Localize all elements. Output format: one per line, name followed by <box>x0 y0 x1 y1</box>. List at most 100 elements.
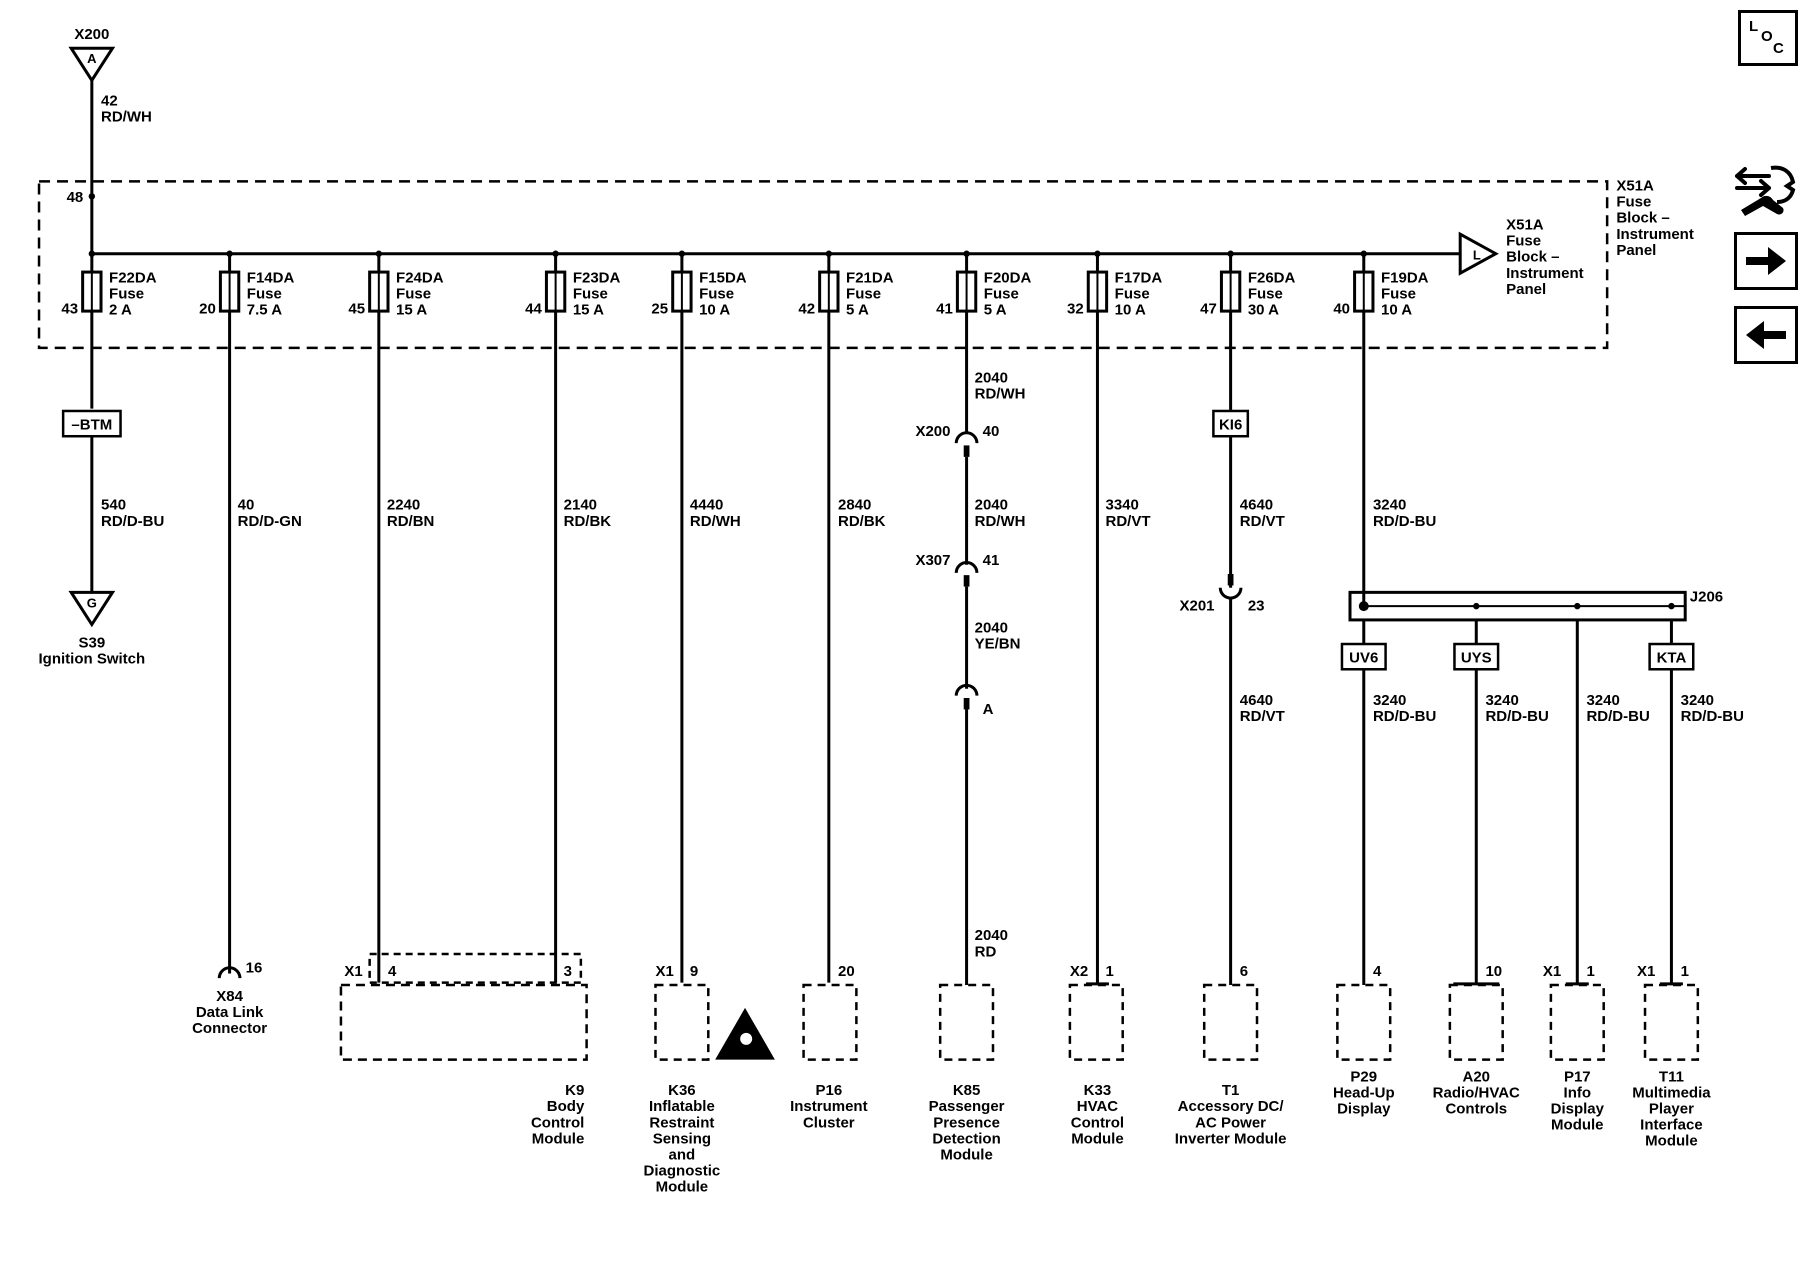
k85-label: K85 <box>953 1082 981 1099</box>
a20-label: Radio/HVAC <box>1433 1084 1520 1101</box>
fuse-type-F17DA: Fuse <box>1115 285 1150 302</box>
wire-f26-a-circuit: 4640 <box>1240 497 1273 514</box>
bus-connector-triangle <box>1458 231 1499 276</box>
a20-module-box <box>1448 983 1504 1061</box>
wire-f23-color: RD/BK <box>564 513 612 530</box>
fuse-block-label: Panel <box>1616 242 1656 259</box>
p17-label: Module <box>1551 1117 1604 1134</box>
wrench-connector-icon <box>1735 165 1796 216</box>
wire-j-kta-color: RD/D-BU <box>1681 708 1744 725</box>
top-connector-label: X200 <box>74 26 109 43</box>
wire-f20-c-color: YE/BN <box>975 636 1021 653</box>
k33-label: K33 <box>1084 1082 1112 1099</box>
t11-module-box <box>1643 983 1700 1061</box>
x307-inline-connector-female <box>954 561 979 573</box>
k33-label: Module <box>1071 1130 1124 1147</box>
a20-label: A20 <box>1463 1068 1491 1085</box>
k9-connector-outline <box>368 952 583 984</box>
bus-connector-label: X51A <box>1506 217 1544 234</box>
x84-label: Data Link <box>196 1004 264 1021</box>
x200-inline-connector-female <box>954 431 979 444</box>
k33-connector-id: X2 <box>1070 963 1088 980</box>
option-tag-kta: KTA <box>1657 649 1687 666</box>
loc-letter-l: L <box>1749 18 1759 35</box>
k33-label: Control <box>1071 1114 1124 1131</box>
k36-label: Sensing <box>653 1130 711 1147</box>
p29-label: Display <box>1337 1101 1391 1118</box>
t11-label: T11 <box>1659 1068 1684 1085</box>
wire-f20-b-circuit: 2040 <box>975 497 1008 514</box>
fuse-type-F14DA: Fuse <box>247 285 282 302</box>
k33-label: HVAC <box>1077 1098 1119 1115</box>
loc-button[interactable]: L O C <box>1738 10 1798 66</box>
k9-label: Control <box>531 1114 584 1131</box>
k85-label: Presence <box>933 1114 1000 1131</box>
wire-f21-circuit: 2840 <box>838 497 871 514</box>
x307-inline-connector-male <box>963 575 970 587</box>
wire-f20-c-circuit: 2040 <box>975 620 1008 637</box>
fuse-pin-F19DA: 40 <box>1333 300 1350 317</box>
next-page-button[interactable] <box>1734 232 1798 290</box>
j206-label: J206 <box>1690 589 1723 606</box>
fuse-rating-F15DA: 10 A <box>699 302 730 319</box>
k9-pin-a: 4 <box>388 963 397 980</box>
fuse-id-F26DA: F26DA <box>1248 269 1296 286</box>
p29-label: Head-Up <box>1333 1084 1395 1101</box>
t11-label: Module <box>1645 1133 1698 1150</box>
option-tag-ki6: KI6 <box>1219 416 1242 433</box>
x200-inline-connector-male <box>963 445 970 457</box>
wire-f24-circuit: 2240 <box>387 497 420 514</box>
fuse-rating-F22DA: 2 A <box>109 302 132 319</box>
option-tag-uys: UYS <box>1461 649 1492 666</box>
wire-j-uys-circuit: 3240 <box>1485 692 1518 709</box>
k85-label: Module <box>940 1146 993 1163</box>
ignition-switch-label: S39 <box>78 634 105 651</box>
t1-pin: 6 <box>1240 963 1248 980</box>
fuse-type-F19DA: Fuse <box>1381 285 1416 302</box>
fuse-pin-F14DA: 20 <box>199 300 216 317</box>
k9-label: K9 <box>565 1082 584 1099</box>
p16-label: Instrument <box>790 1098 868 1115</box>
top-wire-color: RD/WH <box>101 109 152 126</box>
k9-label: Module <box>532 1130 585 1147</box>
airbag-warning-icon-inner <box>740 1032 753 1045</box>
wrench-connector-button[interactable] <box>1733 158 1799 220</box>
k36-pin: 9 <box>690 963 698 980</box>
option-tag-uv6: UV6 <box>1349 649 1378 666</box>
top-wire-circuit: 42 <box>101 93 118 110</box>
k33-module-box <box>1068 983 1124 1061</box>
bus-connector-label: Panel <box>1506 281 1546 298</box>
bus-connector-label: Fuse <box>1506 233 1541 250</box>
fuse-block-label: X51A <box>1616 178 1654 195</box>
fuse-rating-F17DA: 10 A <box>1115 302 1146 319</box>
wire-f24-color: RD/BN <box>387 513 435 530</box>
fuse-id-F24DA: F24DA <box>396 269 444 286</box>
a20-label: Controls <box>1445 1101 1507 1118</box>
x201-inline-female <box>1218 587 1243 600</box>
p17-pin: 1 <box>1586 963 1594 980</box>
wire-f20-d-color: RD <box>975 943 997 960</box>
k36-label: Inflatable <box>649 1098 715 1115</box>
fuse-type-F22DA: Fuse <box>109 285 144 302</box>
fuse-type-F26DA: Fuse <box>1248 285 1283 302</box>
fuse-rating-F20DA: 5 A <box>984 302 1007 319</box>
prev-page-button[interactable] <box>1734 306 1798 364</box>
k9-label: Body <box>547 1098 585 1115</box>
wire-f14-circuit: 40 <box>238 497 255 514</box>
k36-label: and <box>669 1146 696 1163</box>
p17-label: P17 <box>1564 1068 1591 1085</box>
fuse-rating-F21DA: 5 A <box>846 302 869 319</box>
t1-label: T1 <box>1222 1082 1240 1099</box>
fuse-rating-F19DA: 10 A <box>1381 302 1412 319</box>
fuse-rating-F26DA: 30 A <box>1248 302 1279 319</box>
wire-f19-circuit: 3240 <box>1373 497 1406 514</box>
wire-j-uys-color: RD/D-BU <box>1485 708 1548 725</box>
wire-f23-circuit: 2140 <box>564 497 597 514</box>
k36-label: Restraint <box>649 1114 714 1131</box>
wire-f20-a-color: RD/WH <box>975 385 1026 402</box>
fuse-block-label: Block – <box>1616 210 1669 227</box>
a20-pin: 10 <box>1485 963 1502 980</box>
wire-f22-color: RD/D-BU <box>101 513 164 530</box>
k9-module-box <box>339 983 588 1061</box>
